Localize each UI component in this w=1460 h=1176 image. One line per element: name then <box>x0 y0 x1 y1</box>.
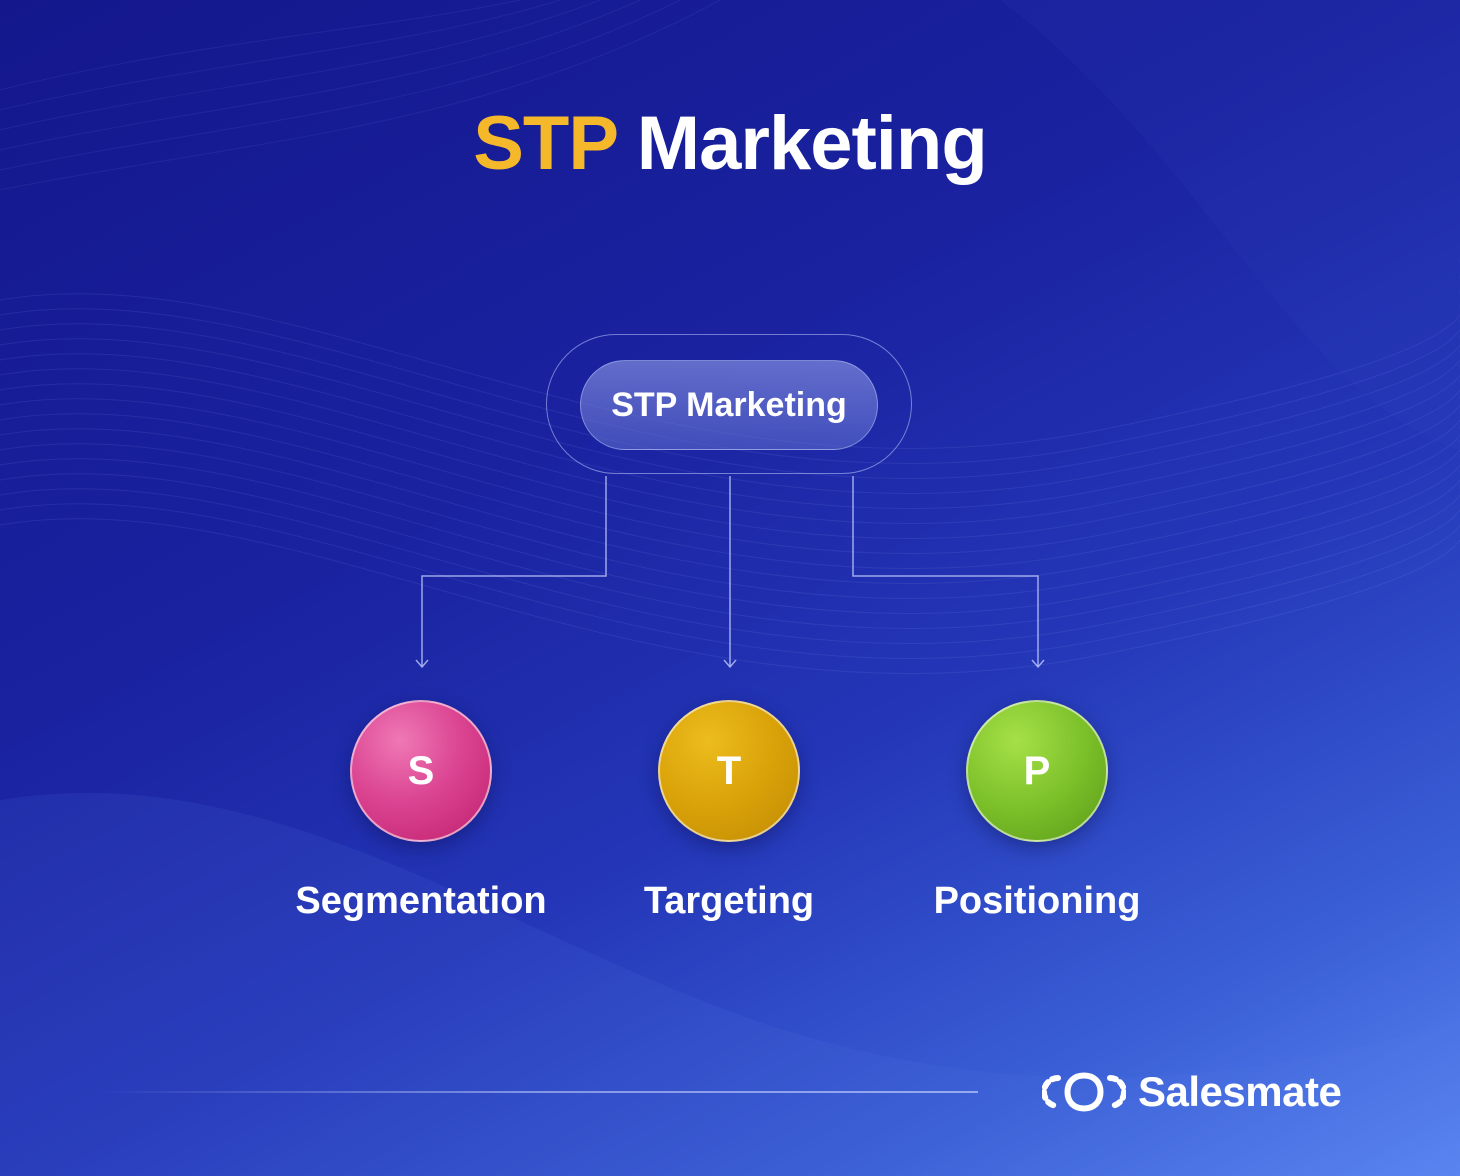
arrowhead-segmentation <box>415 659 429 669</box>
title-accent: STP <box>473 101 617 186</box>
arrowhead-positioning <box>1031 659 1045 669</box>
salesmate-logo-icon <box>1042 1072 1126 1112</box>
root-node-outline <box>546 334 912 474</box>
positioning-label: Positioning <box>933 880 1141 922</box>
connector-to-positioning <box>852 476 1039 666</box>
targeting-label: Targeting <box>643 880 815 922</box>
salesmate-wordmark: Salesmate <box>1138 1068 1342 1115</box>
segmentation-circle: S <box>350 700 492 842</box>
positioning-circle: P <box>966 700 1108 842</box>
root-node-label: STP Marketing <box>611 385 847 424</box>
arrowhead-targeting <box>723 659 737 669</box>
footer-divider <box>100 1091 978 1093</box>
segmentation-label: Segmentation <box>295 880 547 922</box>
segmentation-letter: S <box>407 748 435 793</box>
page-title: STP Marketing <box>0 100 1460 187</box>
targeting-letter: T <box>716 748 742 793</box>
title-rest: Marketing <box>616 101 988 186</box>
connector-to-segmentation <box>421 476 607 666</box>
targeting-circle: T <box>658 700 800 842</box>
salesmate-logo: Salesmate <box>1042 1066 1342 1118</box>
positioning-letter: P <box>1023 748 1051 793</box>
root-node: STP Marketing <box>580 360 878 450</box>
